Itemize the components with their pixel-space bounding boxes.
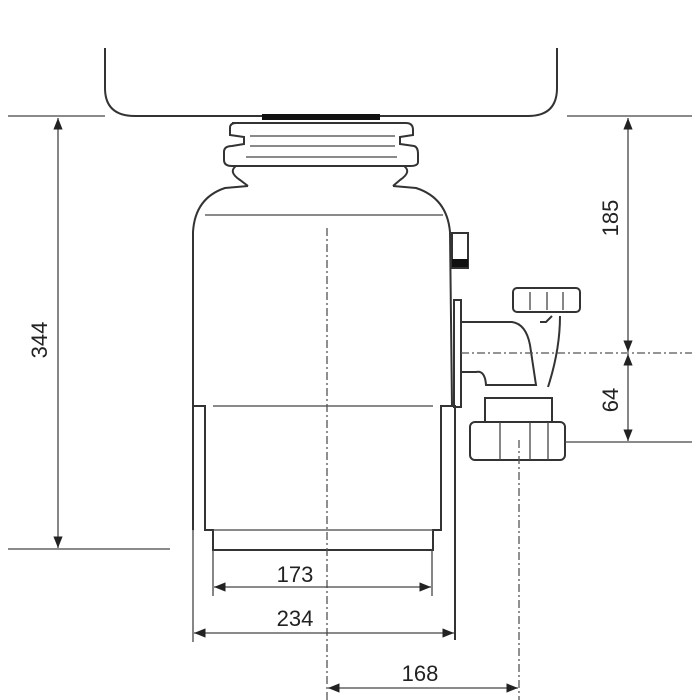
outlet-neck: [484, 397, 553, 423]
dim-173-label: 173: [277, 562, 314, 587]
dim-344-label: 344: [27, 322, 52, 359]
mounting-ring: [223, 122, 419, 167]
dim-168-label: 168: [402, 661, 439, 686]
disposer-body: [192, 185, 453, 530]
body-base: [193, 405, 456, 640]
neck: [231, 165, 409, 187]
switch-band: [452, 259, 468, 267]
outlet-nut: [469, 421, 566, 461]
side-switch: [451, 232, 469, 269]
outlet-cap: [512, 287, 581, 313]
gasket: [262, 114, 380, 120]
outlet-elbow: [461, 315, 561, 388]
sink-basin: [104, 48, 558, 117]
dim-64-label: 64: [598, 388, 623, 412]
dim-185-label: 185: [598, 200, 623, 237]
dim-234-label: 234: [277, 606, 314, 631]
outlet-plate: [453, 299, 462, 408]
